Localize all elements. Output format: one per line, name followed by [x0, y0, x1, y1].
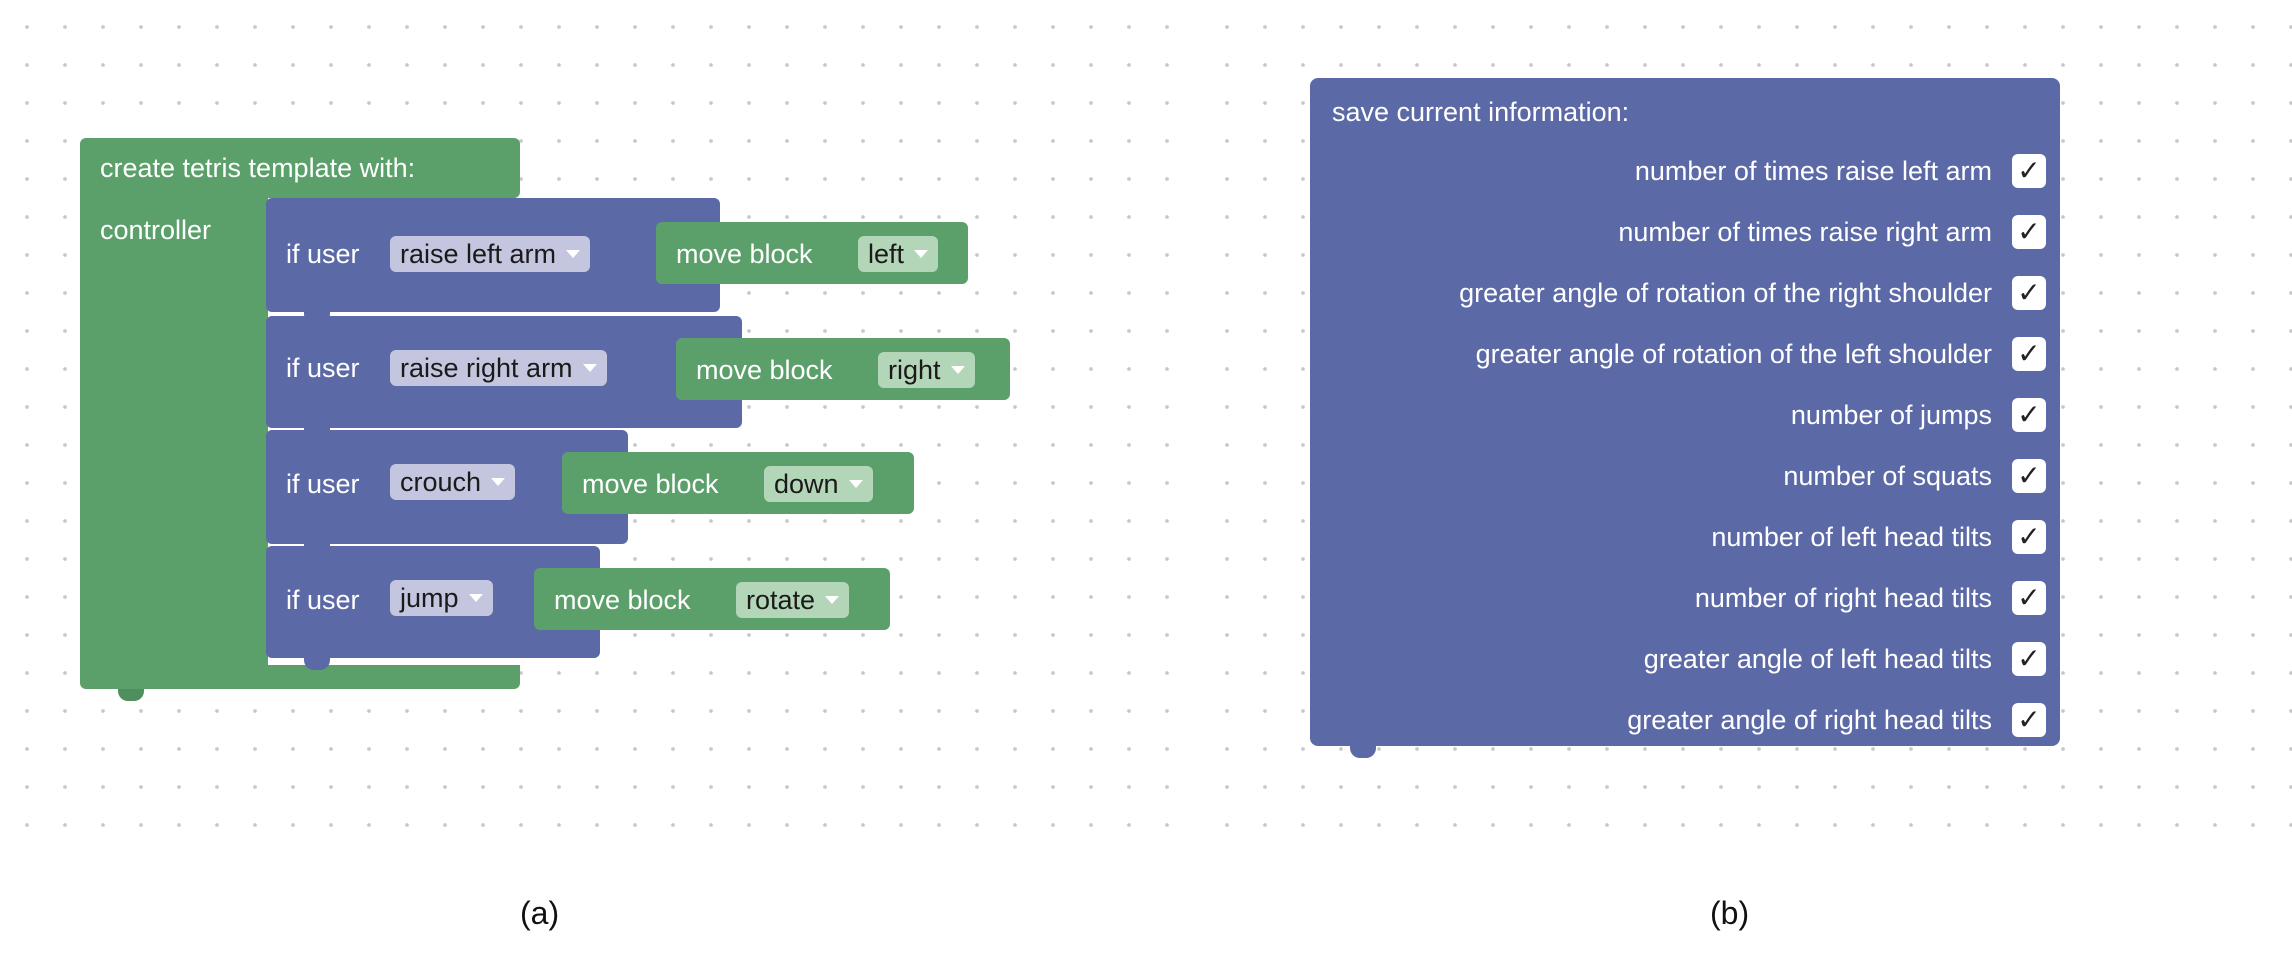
caption-a: (a)	[520, 895, 560, 931]
save-item-label: greater angle of left head tilts	[1643, 644, 1992, 674]
if-block-4-notch	[304, 658, 330, 670]
direction-dropdown-3-value: down	[774, 469, 839, 499]
action-dropdown-2-value: raise right arm	[400, 353, 573, 383]
save-block-body[interactable]	[1310, 78, 2060, 746]
move-block-label-2: move block	[696, 355, 833, 385]
save-item-checkbox[interactable]: ✓	[2012, 276, 2046, 310]
save-item-label: greater angle of right head tilts	[1627, 705, 1992, 735]
save-item-label: number of jumps	[1790, 400, 1992, 430]
direction-dropdown-4[interactable]: rotate	[736, 582, 850, 618]
action-dropdown-2[interactable]: raise right arm	[390, 350, 607, 386]
if-user-label-1: if user	[286, 239, 360, 269]
save-item-checkbox[interactable]: ✓	[2012, 337, 2046, 371]
direction-dropdown-4-value: rotate	[746, 585, 816, 615]
template-block-notch	[118, 689, 144, 701]
move-block-label-3: move block	[582, 469, 719, 499]
action-dropdown-4[interactable]: jump	[390, 580, 493, 616]
save-block-notch	[1350, 746, 1376, 758]
save-item-checkbox[interactable]: ✓	[2012, 703, 2046, 737]
save-item-checkbox[interactable]: ✓	[2012, 459, 2046, 493]
chevron-down-icon	[468, 593, 483, 602]
save-item-checkbox[interactable]: ✓	[2012, 398, 2046, 432]
save-item-checkbox[interactable]: ✓	[2012, 581, 2046, 615]
save-item-label: number of times raise right arm	[1618, 217, 1992, 247]
direction-dropdown-1[interactable]: left	[858, 236, 939, 272]
direction-dropdown-1-value: left	[868, 239, 905, 269]
direction-dropdown-3[interactable]: down	[764, 466, 873, 502]
template-header-label: create tetris template with:	[100, 153, 416, 183]
save-header-label: save current information:	[1332, 97, 1630, 127]
action-dropdown-1[interactable]: raise left arm	[390, 236, 591, 272]
save-item-label: greater angle of rotation of the right s…	[1459, 278, 1992, 308]
action-dropdown-3[interactable]: crouch	[390, 464, 516, 500]
chevron-down-icon	[825, 595, 840, 604]
move-block-label-4: move block	[554, 585, 691, 615]
if-user-label-2: if user	[286, 353, 360, 383]
caption-b: (b)	[1710, 895, 1750, 931]
action-dropdown-3-value: crouch	[400, 467, 482, 497]
direction-dropdown-2[interactable]: right	[878, 352, 975, 388]
controller-label: controller	[100, 215, 212, 245]
action-dropdown-1-value: raise left arm	[400, 239, 557, 269]
chevron-down-icon	[914, 249, 929, 258]
save-item-label: number of squats	[1783, 461, 1992, 491]
chevron-down-icon	[950, 365, 965, 374]
action-dropdown-4-value: jump	[400, 583, 459, 613]
chevron-down-icon	[491, 477, 506, 486]
save-item-checkbox[interactable]: ✓	[2012, 154, 2046, 188]
save-item-label: number of times raise left arm	[1634, 156, 1992, 186]
move-block-label-1: move block	[676, 239, 813, 269]
chevron-down-icon	[848, 479, 863, 488]
save-item-label: number of right head tilts	[1694, 583, 1992, 613]
template-block-header[interactable]	[80, 138, 520, 198]
save-item-label: greater angle of rotation of the left sh…	[1475, 339, 1992, 369]
save-item-checkbox[interactable]: ✓	[2012, 520, 2046, 554]
template-block-body[interactable]	[80, 190, 268, 686]
save-item-checkbox[interactable]: ✓	[2012, 642, 2046, 676]
chevron-down-icon	[582, 363, 597, 372]
direction-dropdown-2-value: right	[888, 355, 941, 385]
template-block-footer[interactable]	[80, 665, 520, 689]
save-item-label: number of left head tilts	[1711, 522, 1992, 552]
chevron-down-icon	[566, 249, 581, 258]
if-user-label-3: if user	[286, 469, 360, 499]
save-item-checkbox[interactable]: ✓	[2012, 215, 2046, 249]
if-user-label-4: if user	[286, 585, 360, 615]
